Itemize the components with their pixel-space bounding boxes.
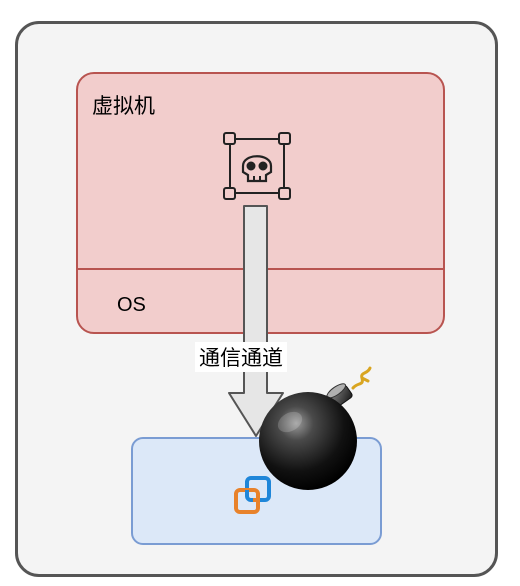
channel-arrow xyxy=(228,205,284,437)
skull-in-frame-icon xyxy=(223,132,291,200)
bomb-icon xyxy=(259,366,372,490)
vmware-logo-icon xyxy=(234,476,271,514)
vm-label: 虚拟机 xyxy=(92,94,155,118)
channel-label: 通信通道 xyxy=(195,342,287,372)
os-label: OS xyxy=(117,294,146,316)
